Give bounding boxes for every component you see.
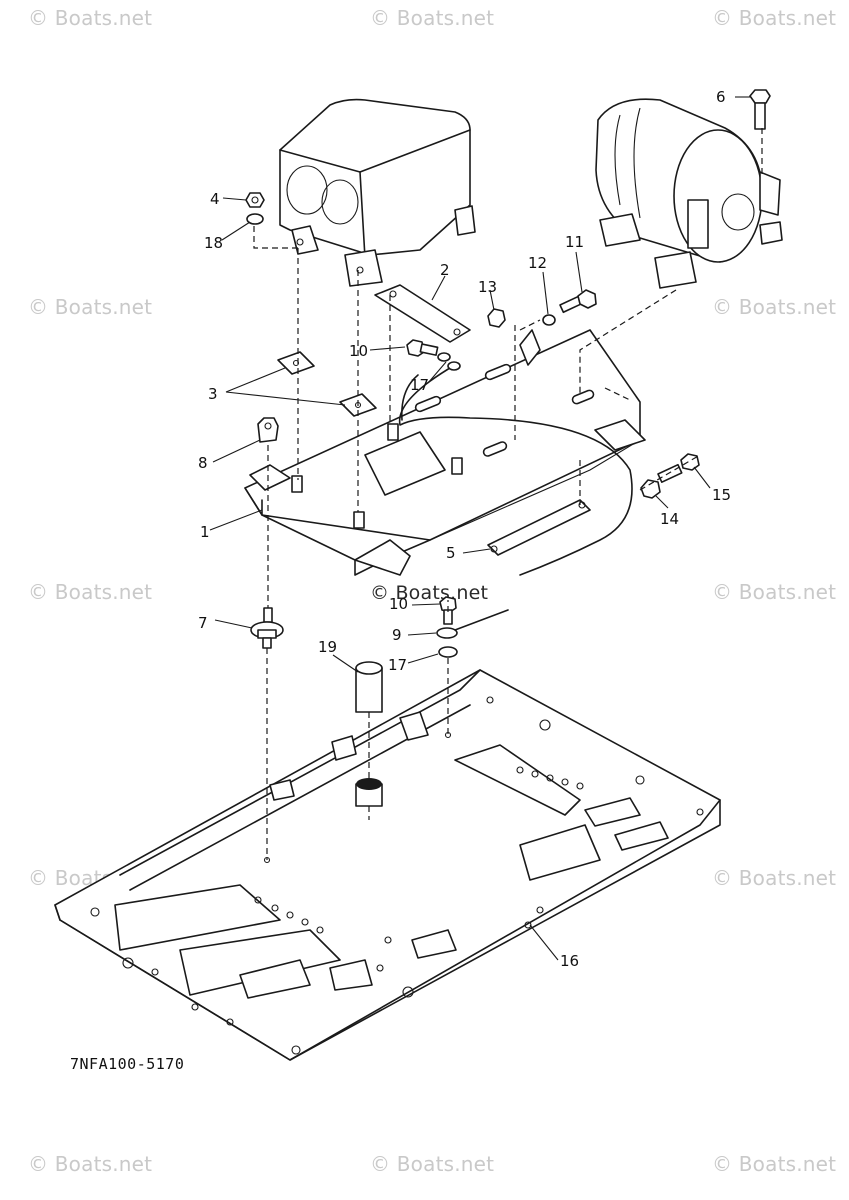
callout-18: 18 — [204, 234, 223, 252]
diagram-code: 7NFA100-5170 — [70, 1055, 185, 1073]
leader-lines — [209, 96, 750, 961]
callout-4: 4 — [210, 190, 220, 208]
upper-bracket — [244, 329, 646, 576]
callout-17-upper: 17 — [410, 376, 429, 394]
nut-8 — [257, 417, 279, 443]
bolt-11 — [559, 289, 597, 314]
callout-5: 5 — [446, 544, 456, 562]
callout-7: 7 — [198, 614, 208, 632]
watermark: © Boats.net — [370, 582, 489, 604]
bracket-strip-2 — [374, 284, 471, 343]
base-frame-holes — [90, 696, 704, 1055]
watermark: © Boats.net — [370, 6, 495, 30]
watermark: © Boats.net — [28, 1152, 153, 1176]
callout-11: 11 — [565, 233, 584, 251]
plate-3a — [277, 351, 315, 375]
callout-10-upper: 10 — [349, 342, 368, 360]
washer-17-upper — [447, 361, 461, 371]
terminal-9 — [436, 609, 509, 639]
callout-12: 12 — [528, 254, 547, 272]
washer-12 — [542, 314, 556, 326]
watermark: © Boats.net — [712, 6, 837, 30]
callout-16: 16 — [560, 952, 579, 970]
watermark: © Boats.net — [712, 580, 837, 604]
bolt-10-upper — [406, 339, 439, 357]
alignment-lines — [253, 128, 763, 860]
motor-unit — [595, 98, 783, 289]
callout-13: 13 — [478, 278, 497, 296]
bolt-6 — [749, 89, 771, 130]
washer-18 — [246, 213, 264, 225]
callout-8: 8 — [198, 454, 208, 472]
spacer-19 — [355, 661, 383, 807]
watermark: © Boats.net — [712, 295, 837, 319]
callout-17-lower: 17 — [388, 656, 407, 674]
callout-labels: 4 18 6 2 3 10 17 13 12 11 8 1 5 14 15 10… — [198, 88, 731, 970]
nut-13 — [487, 308, 506, 328]
rubber-mount-7 — [250, 607, 284, 649]
callout-15: 15 — [712, 486, 731, 504]
capacitor-box — [279, 98, 476, 287]
nut-4 — [245, 192, 265, 208]
watermark: © Boats.net — [370, 1152, 495, 1176]
watermark: © Boats.net — [28, 295, 153, 319]
callout-2: 2 — [440, 261, 450, 279]
callout-14: 14 — [660, 510, 679, 528]
callout-6: 6 — [716, 88, 726, 106]
wire-loop — [398, 364, 633, 576]
callout-3: 3 — [208, 385, 218, 403]
callout-10-lower: 10 — [389, 595, 408, 613]
studs — [291, 423, 463, 529]
callout-9: 9 — [392, 626, 402, 644]
nut-15 — [680, 453, 700, 471]
callout-1: 1 — [200, 523, 210, 541]
base-frame — [54, 669, 721, 1061]
watermark: © Boats.net — [28, 6, 153, 30]
watermark: © Boats.net — [712, 1152, 837, 1176]
callout-19: 19 — [318, 638, 337, 656]
watermark: © Boats.net — [712, 866, 837, 890]
wire-lead — [401, 374, 419, 421]
washer-17-lower — [438, 646, 458, 658]
washer-upper — [437, 352, 451, 362]
watermark: © Boats.net — [28, 580, 153, 604]
